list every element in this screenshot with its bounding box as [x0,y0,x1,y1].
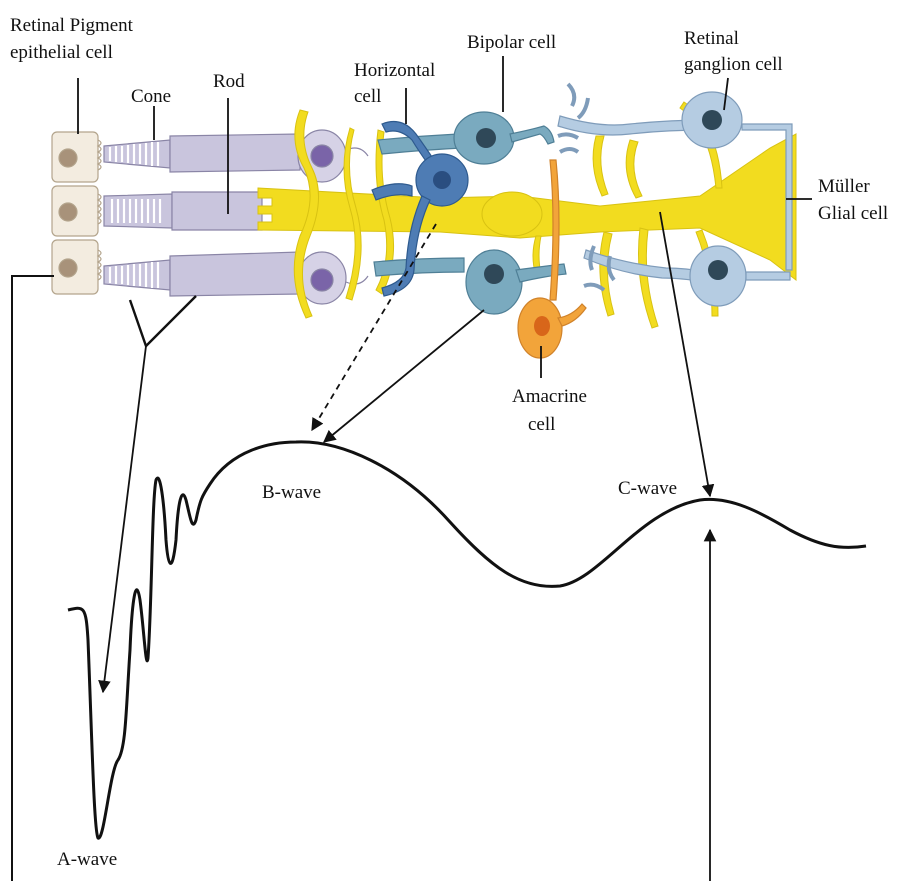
muller-label-line1: Müller [818,176,870,197]
muller-label-line2: Glial cell [818,203,888,224]
cone-label: Cone [131,86,171,107]
ganglion-label-line2: ganglion cell [684,54,783,75]
b-wave-label: B-wave [262,482,321,503]
bipolar-label: Bipolar cell [467,32,556,53]
amacrine-label-line1: Amacrine [512,386,587,407]
horizontal-label-line1: Horizontal [354,60,435,81]
rpe-cell-icon [52,132,101,294]
rpe-label-line2: epithelial cell [10,42,113,63]
connector-lines [12,56,812,881]
a-wave-label: A-wave [57,849,117,870]
erg-waveform [68,442,866,838]
amacrine-cell-icon [518,160,586,358]
horizontal-label-line2: cell [354,86,381,107]
rod-label: Rod [213,71,245,92]
rod-cell-icon [104,192,262,230]
amacrine-label-line2: cell [528,414,555,435]
ganglion-label-line1: Retinal [684,28,739,49]
rpe-label-line1: Retinal Pigment [10,15,134,36]
retina-cell-layer [52,84,796,358]
c-wave-label: C-wave [618,478,677,499]
